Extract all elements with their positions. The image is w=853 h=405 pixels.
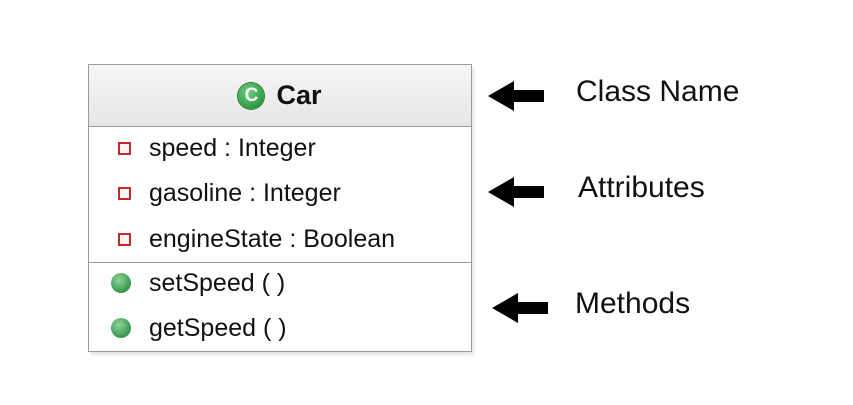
method-row: getSpeed ( ) <box>89 313 471 343</box>
method-text: getSpeed ( ) <box>149 313 287 342</box>
field-icon <box>118 186 131 200</box>
arrow-left-icon <box>492 293 548 323</box>
attributes-label: Attributes <box>578 171 705 204</box>
field-icon <box>118 141 131 155</box>
attribute-text: speed : Integer <box>149 133 316 162</box>
methods-label: Methods <box>575 287 691 320</box>
method-icon <box>111 273 131 293</box>
uml-class-box: C Car speed : Integer gasoline : Integer… <box>88 64 472 352</box>
attribute-row: speed : Integer <box>89 133 471 163</box>
field-icon <box>118 232 131 246</box>
attribute-row: engineState : Boolean <box>89 224 471 254</box>
arrow-left-icon <box>488 81 544 111</box>
method-row: setSpeed ( ) <box>89 268 471 298</box>
attribute-text: gasoline : Integer <box>149 178 341 207</box>
class-name-label: Class Name <box>576 75 740 108</box>
method-text: setSpeed ( ) <box>149 268 286 297</box>
attribute-text: engineState : Boolean <box>149 224 396 253</box>
attribute-row: gasoline : Integer <box>89 178 471 208</box>
class-header: C Car <box>89 65 471 127</box>
class-name: Car <box>276 80 322 110</box>
methods-compartment: setSpeed ( ) getSpeed ( ) <box>89 263 471 353</box>
attributes-compartment: speed : Integer gasoline : Integer engin… <box>89 127 471 263</box>
class-icon-letter: C <box>244 84 259 106</box>
method-icon <box>111 318 131 338</box>
class-icon: C <box>238 82 265 109</box>
arrow-left-icon <box>488 177 544 207</box>
